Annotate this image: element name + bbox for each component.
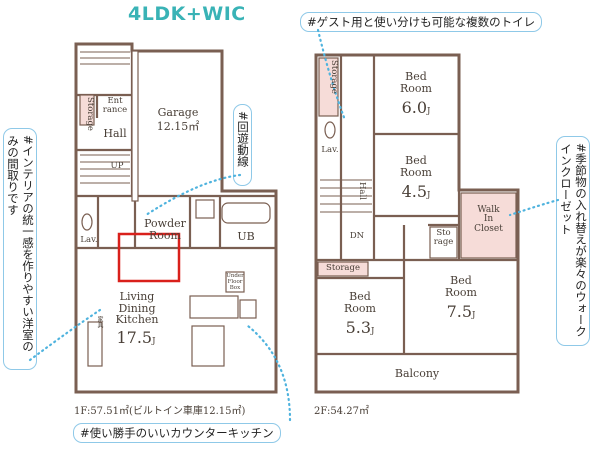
entrance-label: Ent rance: [102, 96, 128, 115]
ub-label: UB: [237, 230, 255, 243]
arrow-circulation: [144, 173, 242, 217]
floor1-caption: 1F:57.51㎡(ビルトイン車庫12.15㎡): [74, 406, 246, 417]
storage-2f-mid-label: Storage: [326, 263, 360, 273]
bed1-area: 6.0: [401, 98, 428, 117]
bed4-unit: J: [472, 310, 476, 320]
arrow-wic: [508, 198, 560, 217]
bed4-area-text: 7.5J: [406, 302, 516, 321]
storage-2f-small: [429, 226, 458, 259]
kitchen-counter: [189, 295, 239, 319]
balcony-outline: [315, 353, 519, 393]
hall-1f-label: Hall: [103, 127, 127, 140]
arrow-kitchen: [246, 324, 292, 422]
circulation-tag: #回遊動線: [233, 104, 252, 186]
bed3-label: Bed Room: [344, 290, 376, 315]
circulation-highlight: [117, 232, 181, 283]
storage-1f: [79, 94, 95, 126]
storage-2f-mid: [317, 261, 369, 277]
storage-2f-small-label: Sto rage: [433, 228, 454, 247]
ldk-label: Living Dining Kitchen: [115, 290, 159, 327]
bed2-area: 4.5: [401, 182, 428, 201]
hall-2f-label: Hall: [357, 182, 367, 200]
bed4-label: Bed Room: [445, 274, 477, 299]
ldk-unit: J: [152, 336, 156, 346]
entrance-steps: [80, 51, 130, 65]
wic-tag: #季節物の入れ替えが楽々のウォークインクローゼット: [556, 136, 590, 346]
sink-1f: [195, 199, 215, 219]
kitchen-tag: #使い勝手のいいカウンターキッチン: [73, 423, 281, 443]
dining-table: [191, 325, 225, 367]
arrow-interior: [28, 308, 102, 362]
powder-room-label: Powder Room: [144, 217, 186, 242]
garage-label: Garage: [157, 106, 199, 119]
storage-2f-top-label: Storage: [329, 60, 339, 94]
dn-label: DN: [349, 231, 365, 241]
bath-tub: [221, 202, 271, 224]
up-label: UP: [110, 161, 124, 171]
under-floor-box-label: Under Floor Box: [226, 273, 244, 291]
lav-2f-label: Lav.: [321, 145, 339, 155]
bed2-label: Bed Room: [400, 154, 432, 179]
wic-fill: [460, 192, 517, 259]
arrow-toilets: [316, 28, 347, 122]
floor2-caption: 2F:54.27㎡: [314, 406, 369, 417]
toilets-tag: #ゲスト用と使い分けも可能な複数のトイレ: [300, 12, 543, 32]
under-floor-box: [225, 271, 245, 293]
bed2-unit: J: [427, 190, 431, 200]
bed1-unit: J: [427, 106, 431, 116]
toilet-1f: [81, 213, 93, 231]
furniture-label: 家具: [96, 316, 103, 328]
stairs-1f: [80, 154, 130, 184]
stairs-2f: [320, 179, 372, 213]
lav-1f-label: Lav.: [80, 235, 98, 245]
balcony-label: Balcony: [394, 367, 440, 380]
floor2-walls: [316, 55, 518, 356]
garage-door: [131, 50, 139, 202]
bed2-area-text: 4.5J: [376, 182, 456, 201]
storage-1f-label: Storage: [85, 97, 95, 131]
garage-area: 12.15㎡: [156, 120, 200, 133]
toilet-2f: [324, 121, 336, 139]
plan-title: 4LDK+WIC: [128, 3, 246, 25]
interior-tag: #インテリアの統一感を作りやすい洋室のみの間取りです: [3, 128, 37, 370]
bed3-area-text: 5.3J: [318, 318, 402, 337]
ldk-area-text: 17.5J: [106, 328, 166, 347]
fridge: [239, 299, 257, 319]
bed3-area: 5.3: [345, 318, 372, 337]
bed4-area: 7.5: [446, 302, 473, 321]
ldk-area: 17.5: [116, 328, 153, 347]
bed1-label: Bed Room: [400, 70, 432, 95]
bed1-area-text: 6.0J: [376, 98, 456, 117]
floor1-outline: [74, 42, 278, 394]
storage-2f-top: [318, 57, 339, 117]
bed3-unit: J: [371, 326, 375, 336]
sofa: [87, 321, 103, 367]
wic-label: Walk In Closet: [474, 205, 503, 234]
